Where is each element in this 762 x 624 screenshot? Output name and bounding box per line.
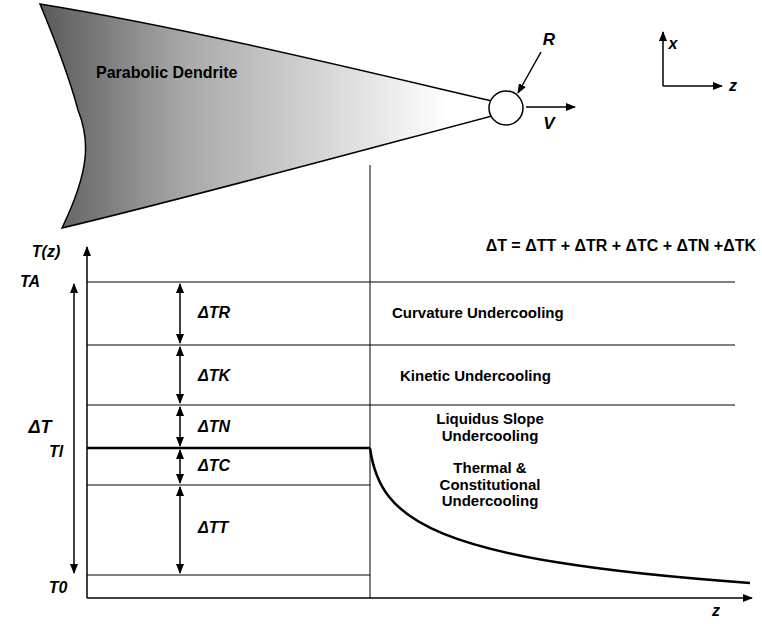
undercooling-symbol: ΔTR bbox=[198, 304, 230, 322]
axis-name: x bbox=[669, 35, 678, 53]
dimension-arrow bbox=[179, 347, 181, 403]
dimension-arrow bbox=[179, 487, 181, 573]
dendrite-shape: Parabolic Dendrite bbox=[0, 0, 530, 234]
total-undercooling: ΔT bbox=[28, 418, 51, 438]
undercooling-symbol: ΔTC bbox=[198, 457, 230, 475]
temperature-level: Tl bbox=[49, 443, 63, 461]
level-line bbox=[87, 405, 735, 406]
liquidus-temperature-line bbox=[87, 447, 370, 450]
undercooling-symbol: ΔTT bbox=[198, 519, 228, 537]
level-line bbox=[87, 282, 735, 283]
total-undercooling-arrow bbox=[73, 284, 75, 573]
dendrite-body bbox=[40, 4, 522, 228]
temperature-profile-curve bbox=[370, 448, 750, 583]
radius-symbol: R bbox=[543, 31, 555, 50]
temperature-level: TA bbox=[20, 273, 40, 291]
dimension-arrow bbox=[179, 407, 181, 446]
dendrite-outline bbox=[0, 0, 530, 234]
velocity-arrow bbox=[526, 106, 575, 108]
dimension-arrow bbox=[179, 284, 181, 343]
tip-circle bbox=[489, 91, 523, 125]
axis-name: z bbox=[712, 602, 720, 620]
level-line bbox=[87, 345, 735, 346]
undercooling-name: Thermal & Constitutional Undercooling bbox=[425, 460, 555, 510]
tip-position-line bbox=[370, 165, 371, 598]
z-axis-symbol bbox=[663, 85, 722, 87]
level-line bbox=[87, 485, 370, 486]
velocity-symbol: V bbox=[543, 115, 554, 134]
dimension-arrow bbox=[179, 450, 181, 483]
undercooling-name: Curvature Undercooling bbox=[392, 305, 564, 322]
z-axis bbox=[87, 597, 752, 599]
temperature-axis bbox=[86, 247, 88, 598]
undercooling-symbol: ΔTK bbox=[198, 367, 230, 385]
x-axis-symbol bbox=[662, 32, 664, 86]
undercooling-name: Kinetic Undercooling bbox=[400, 368, 551, 385]
undercooling-equation: ΔT = ΔTT + ΔTR + ΔTC + ΔTN +ΔTK bbox=[486, 237, 756, 255]
radius-leader bbox=[518, 52, 541, 93]
axis-title: T(z) bbox=[32, 243, 60, 261]
level-line bbox=[87, 575, 370, 576]
axis-name: z bbox=[729, 77, 737, 95]
undercooling-name: Liquidus Slope Undercooling bbox=[425, 411, 555, 444]
temperature-level: T0 bbox=[49, 579, 68, 597]
undercooling-symbol: ΔTN bbox=[198, 418, 230, 436]
node-title: Parabolic Dendrite bbox=[96, 64, 237, 82]
